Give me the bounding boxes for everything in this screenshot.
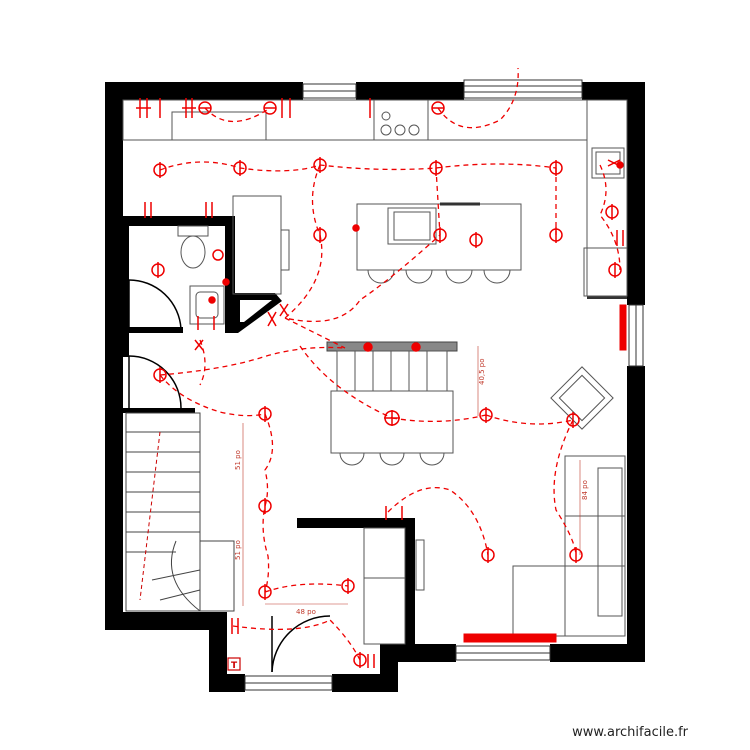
watermark: www.archifacile.fr xyxy=(572,725,688,740)
outlet-symbol xyxy=(151,262,165,278)
dimension-labels: 40,5 po 51 po 51 po 48 po 84 po xyxy=(234,358,589,616)
dim-label: 84 po xyxy=(581,480,589,500)
outlet-symbol xyxy=(549,227,563,243)
light-fixture xyxy=(431,101,445,115)
interior-walls xyxy=(123,216,627,644)
dim-label: 48 po xyxy=(296,608,316,616)
dim-label: 40,5 po xyxy=(478,358,486,385)
outlet-symbol xyxy=(566,412,580,428)
electrical-circuits xyxy=(159,67,621,661)
outlet-symbol xyxy=(353,652,367,668)
pendant-light xyxy=(208,296,216,304)
outlet-symbol xyxy=(433,227,447,243)
light-fixture xyxy=(263,101,277,115)
outlet-symbol xyxy=(429,160,443,176)
switch-symbol xyxy=(616,230,624,246)
switch-symbol xyxy=(231,618,239,634)
outlet-symbol xyxy=(341,578,355,594)
switch-symbol xyxy=(367,654,375,668)
outlet-symbol xyxy=(153,162,167,178)
light-fixture xyxy=(384,410,400,426)
outlet-symbol xyxy=(549,160,563,176)
panel-label: T xyxy=(231,661,238,671)
dim-label: 51 po xyxy=(234,540,242,560)
outlet-symbol xyxy=(608,262,622,278)
outlet-symbol xyxy=(153,367,167,383)
stairs xyxy=(125,412,235,612)
electrical-panel: T xyxy=(227,657,241,671)
switch-symbol xyxy=(194,339,204,351)
pendant-light xyxy=(222,278,230,286)
electrical-outlets xyxy=(136,98,624,668)
light-fixture xyxy=(212,249,224,261)
switch-symbol xyxy=(385,506,403,520)
switch-symbol xyxy=(279,303,289,317)
outlet-symbol xyxy=(479,407,493,423)
outlet-symbol xyxy=(313,157,327,173)
pendant-light xyxy=(616,161,624,169)
outlet-symbol xyxy=(258,406,272,422)
outlet-symbol xyxy=(258,498,272,514)
switch-symbol xyxy=(281,98,291,118)
pendant-light xyxy=(352,224,360,232)
dim-label: 51 po xyxy=(234,450,242,470)
exterior-walls xyxy=(105,82,645,692)
outlet-symbol xyxy=(569,547,583,563)
outlet-symbol xyxy=(605,204,619,220)
pendant-light xyxy=(363,342,373,352)
switch-symbol xyxy=(144,202,152,218)
outlet-symbol xyxy=(469,232,483,248)
switch-symbol xyxy=(267,311,277,327)
outlet-symbol xyxy=(233,160,247,176)
dimension-lines xyxy=(242,346,581,606)
doors xyxy=(128,279,331,673)
windows xyxy=(244,79,644,691)
outlet-symbol xyxy=(481,547,495,563)
switch-symbol xyxy=(136,98,151,118)
pendant-light xyxy=(411,342,421,352)
outlet-symbol xyxy=(313,227,327,243)
light-fixture xyxy=(198,101,212,115)
furniture xyxy=(122,99,628,645)
switch-symbol xyxy=(182,98,196,118)
switch-symbol xyxy=(205,202,213,218)
outlet-symbol xyxy=(258,584,272,600)
switch-symbol xyxy=(197,316,215,330)
